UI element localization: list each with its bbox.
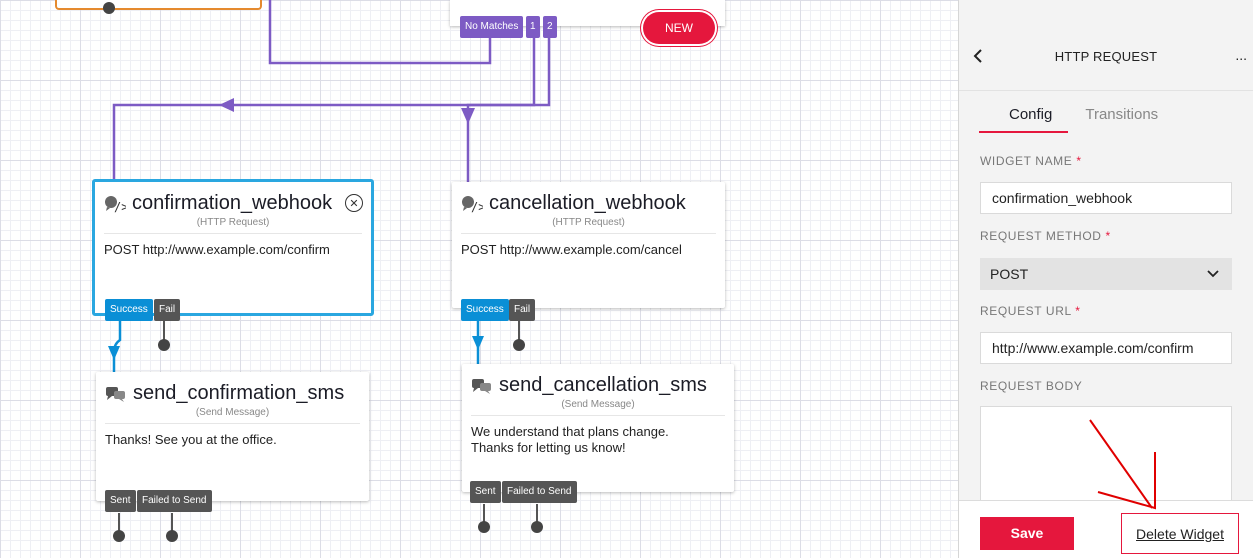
delete-widget-button[interactable]: Delete Widget <box>1121 513 1239 554</box>
transition-fail[interactable]: Fail <box>154 299 181 321</box>
arrow-left-icon <box>219 98 234 112</box>
transition-fail[interactable]: Fail <box>509 299 536 321</box>
flow-canvas[interactable]: No Matches 1 2 NEW /> confirmation_webho… <box>0 0 958 558</box>
transition-sent[interactable]: Sent <box>105 490 136 512</box>
request-url-label: REQUEST URL * <box>980 304 1081 318</box>
widget-name: cancellation_webhook <box>489 192 686 214</box>
transition-handle[interactable] <box>113 530 125 542</box>
send-message-icon <box>105 384 127 404</box>
transition-failed-to-send[interactable]: Failed to Send <box>137 490 212 512</box>
widget-send-cancellation-sms[interactable]: send_cancellation_sms (Send Message) We … <box>462 364 734 492</box>
request-url-input[interactable]: http://www.example.com/confirm <box>980 332 1232 364</box>
request-body-label: REQUEST BODY <box>980 379 1083 393</box>
request-method-label: REQUEST METHOD * <box>980 229 1111 243</box>
tab-transitions[interactable]: Transitions <box>1085 106 1159 123</box>
connector-no-matches <box>268 0 492 65</box>
panel-title: HTTP REQUEST <box>1054 49 1158 64</box>
required-marker: * <box>1076 154 1082 168</box>
transition-handle[interactable] <box>158 339 170 351</box>
close-icon[interactable]: ✕ <box>345 194 363 212</box>
chevron-down-icon <box>1206 258 1220 301</box>
transition-success[interactable]: Success <box>105 299 153 321</box>
widget-name: confirmation_webhook <box>132 192 333 214</box>
transition-handle[interactable] <box>478 521 490 533</box>
transition-failed-to-send[interactable]: Failed to Send <box>502 481 577 503</box>
panel-tabs: Config Transitions <box>979 106 1175 133</box>
panel-footer: Save Delete Widget <box>959 500 1253 559</box>
transition-handle[interactable] <box>166 530 178 542</box>
transition-success[interactable]: Success <box>461 299 509 321</box>
request-method-select[interactable]: POST <box>980 258 1232 290</box>
widget-body: POST http://www.example.com/confirm <box>104 242 330 257</box>
arrow-down-icon <box>461 108 475 124</box>
widget-config-panel: HTTP REQUEST ... Config Transitions WIDG… <box>958 0 1253 559</box>
connector-transition-1 <box>112 38 536 182</box>
offscreen-widget[interactable] <box>55 0 262 10</box>
arrow-down-icon <box>472 336 484 350</box>
widget-body: POST http://www.example.com/cancel <box>461 242 682 257</box>
label-text: REQUEST METHOD <box>980 229 1102 243</box>
widget-body-line: We understand that plans change. <box>471 424 669 439</box>
arrow-down-icon <box>108 346 120 360</box>
transition-2[interactable]: 2 <box>543 16 557 38</box>
required-marker: * <box>1105 229 1111 243</box>
widget-body: Thanks! See you at the office. <box>105 432 277 447</box>
widget-name-input[interactable]: confirmation_webhook <box>980 182 1232 214</box>
tab-config[interactable]: Config <box>979 106 1069 133</box>
label-text: REQUEST URL <box>980 304 1072 318</box>
widget-body-line: Thanks for letting us know! <box>471 440 626 455</box>
send-message-icon <box>471 376 493 396</box>
required-marker: * <box>1075 304 1081 318</box>
widget-body: We understand that plans change. Thanks … <box>462 416 734 464</box>
transition-handle[interactable] <box>531 521 543 533</box>
transition-1[interactable]: 1 <box>526 16 540 38</box>
select-value: POST <box>990 266 1029 282</box>
http-request-icon: /> <box>461 194 483 214</box>
connector-lines <box>108 0 551 533</box>
svg-text:/>: /> <box>471 200 483 213</box>
widget-send-confirmation-sms[interactable]: send_confirmation_sms (Send Message) Tha… <box>96 372 369 501</box>
widget-name: send_confirmation_sms <box>133 382 345 404</box>
more-menu-button[interactable]: ... <box>1235 47 1247 63</box>
transition-handle[interactable] <box>513 339 525 351</box>
widget-cancellation-webhook[interactable]: /> cancellation_webhook (HTTP Request) P… <box>452 182 725 308</box>
widget-type: (HTTP Request) <box>461 217 716 234</box>
widget-name: send_cancellation_sms <box>499 374 707 396</box>
panel-header: HTTP REQUEST ... <box>959 0 1253 91</box>
save-button[interactable]: Save <box>980 517 1074 550</box>
http-request-icon: /> <box>104 194 126 214</box>
widget-type: (Send Message) <box>105 407 360 424</box>
request-body-textarea[interactable] <box>980 406 1232 506</box>
chevron-left-icon[interactable] <box>973 48 983 69</box>
new-badge[interactable]: NEW <box>643 12 715 44</box>
widget-name-label: WIDGET NAME * <box>980 154 1082 168</box>
transition-sent[interactable]: Sent <box>470 481 501 503</box>
transition-no-matches[interactable]: No Matches <box>460 16 524 38</box>
widget-type: (HTTP Request) <box>104 217 362 234</box>
connector-transition-2 <box>466 38 551 182</box>
svg-text:/>: /> <box>114 200 126 213</box>
transition-handle[interactable] <box>103 2 115 14</box>
label-text: WIDGET NAME <box>980 154 1073 168</box>
widget-type: (Send Message) <box>471 399 725 416</box>
widget-confirmation-webhook[interactable]: /> confirmation_webhook ✕ (HTTP Request)… <box>92 179 374 316</box>
